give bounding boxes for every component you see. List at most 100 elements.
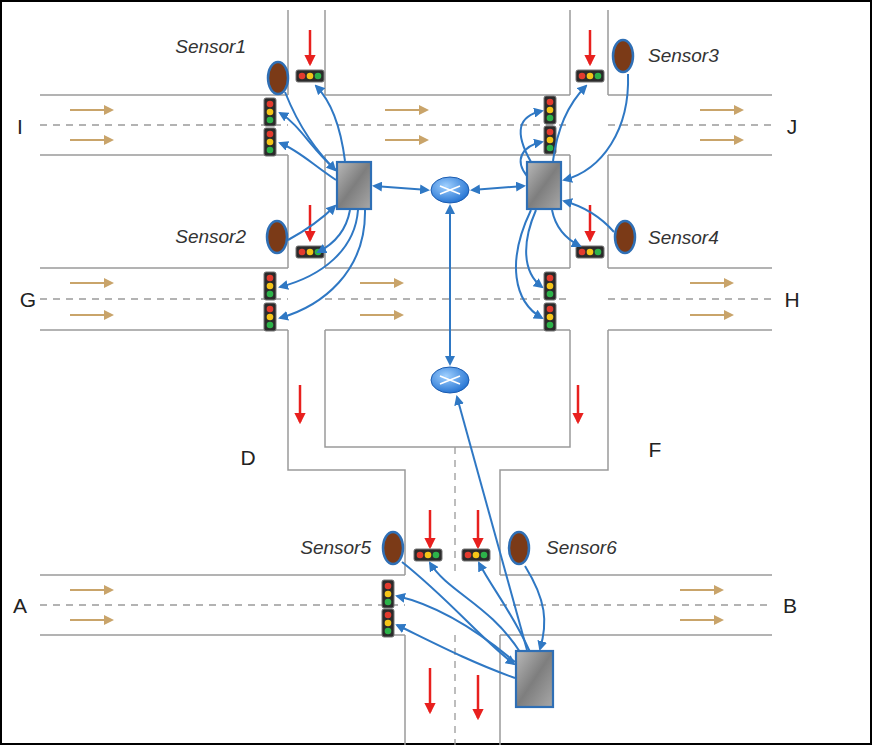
sensor-icon: [506, 529, 532, 567]
sensor-label: Sensor2: [175, 226, 246, 248]
signal-wire: [526, 210, 542, 287]
signal-wire: [397, 625, 515, 678]
sensor-label: Sensor4: [648, 227, 719, 249]
road-end-letter: G: [20, 288, 36, 311]
traffic-direction-arrow: [589, 30, 592, 64]
router-icon: [431, 367, 469, 393]
sensor-icon: [610, 37, 636, 75]
road: [40, 634, 772, 636]
traffic-direction-arrow: [385, 139, 427, 141]
router-icon: [431, 177, 469, 393]
traffic-light: [264, 128, 276, 156]
road: [40, 154, 772, 156]
signal-wire: [280, 74, 628, 678]
traffic-light: [264, 98, 276, 126]
traffic-light: [264, 303, 276, 331]
sensor-icon: [265, 59, 291, 97]
traffic-direction-arrow: [690, 282, 732, 284]
traffic-direction-arrow: [477, 675, 480, 718]
traffic-light: [544, 303, 556, 331]
sensor: Sensor5: [300, 529, 406, 567]
road-end-letter: B: [783, 594, 797, 617]
traffic-direction-arrow: [70, 314, 112, 316]
traffic-direction-arrow: [70, 282, 112, 284]
sensor-icon: [612, 218, 638, 256]
traffic-direction-arrow: [309, 205, 312, 240]
road-center-line: [40, 125, 772, 745]
sensor-icon: [267, 221, 287, 253]
traffic-direction-arrow: [309, 30, 312, 64]
signal-wire: [564, 74, 628, 180]
signal-wire: [288, 206, 335, 240]
network-link: [457, 397, 527, 650]
sensor-label: Sensor1: [175, 36, 246, 58]
network-link: [449, 206, 451, 364]
traffic-light: [296, 70, 324, 82]
traffic-light: [382, 580, 394, 608]
traffic-light: [576, 246, 604, 258]
signal-wire: [552, 210, 580, 246]
signal-wire: [316, 86, 345, 161]
traffic-light: [414, 549, 442, 561]
traffic-light: [462, 549, 490, 561]
sensor-label: Sensor5: [300, 537, 371, 559]
signal-wire: [525, 566, 544, 649]
sensor-icon: [380, 529, 406, 567]
traffic-direction-arrow: [690, 314, 732, 316]
sensor: Sensor4: [612, 218, 719, 256]
network-link: [472, 186, 524, 190]
sensor: Sensor2: [175, 218, 290, 256]
traffic-direction-arrow: [360, 314, 402, 316]
signal-wire: [553, 86, 586, 161]
traffic-direction-arrow: [70, 589, 112, 591]
traffic-direction-arrow: [70, 619, 112, 621]
traffic-direction-arrow: [299, 385, 302, 422]
signal-wire: [397, 596, 515, 662]
sensor-icon: [383, 532, 403, 564]
sensor-label: Sensor3: [648, 45, 719, 67]
signal-wire: [564, 201, 614, 232]
sensor: Sensor1: [175, 36, 291, 97]
traffic-direction-arrow: [680, 589, 722, 591]
sensor-icon: [264, 218, 290, 256]
road-end-letter: A: [13, 594, 27, 617]
signal-wire: [280, 210, 358, 287]
road-end-letter: H: [784, 288, 799, 311]
traffic-direction-arrow: [589, 205, 592, 240]
controller-box: [527, 162, 561, 209]
traffic-direction-arrow: [429, 668, 432, 712]
traffic-direction-arrow: [385, 109, 427, 111]
controller-box: [337, 162, 371, 209]
road-end-letter: I: [17, 115, 23, 138]
road-center-line: [454, 447, 455, 745]
traffic-light: [544, 96, 556, 124]
sensor-icon: [509, 532, 529, 564]
road: [40, 267, 772, 269]
traffic-direction-arrow: [429, 510, 432, 547]
controller-box: [337, 162, 561, 707]
signal-wire: [280, 143, 336, 180]
sensor: Sensor3: [610, 37, 719, 75]
sensor-label: Sensor6: [546, 537, 617, 559]
traffic-direction-arrow: [300, 30, 590, 718]
sensor: Sensor6: [506, 529, 617, 567]
traffic-direction-arrow: [477, 510, 480, 547]
road: [288, 10, 405, 745]
road-center-line: [40, 604, 772, 605]
traffic-direction-arrow: [70, 139, 112, 141]
network-link: [374, 186, 428, 190]
signal-wire: [280, 210, 365, 318]
traffic-direction-arrow: [577, 385, 580, 422]
traffic-light: [264, 272, 276, 300]
signal-wire: [479, 563, 530, 652]
road: [500, 10, 608, 745]
sensor-icon: [615, 221, 635, 253]
network-link: [374, 186, 527, 650]
traffic-direction-arrow: [360, 282, 402, 284]
traffic-direction-arrow: [680, 619, 722, 621]
traffic-direction-arrow: [70, 110, 742, 620]
traffic-light: [544, 272, 556, 300]
